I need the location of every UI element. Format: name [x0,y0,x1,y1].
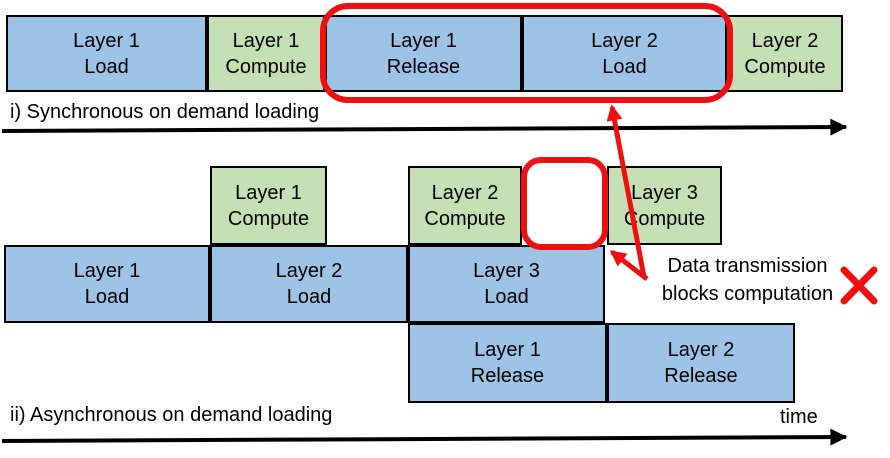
box-label-line2: Load [602,55,647,78]
box-label-line2: Compute [225,55,307,78]
async-box-layer1-release: Layer 1 Release [408,323,607,403]
sync-box-layer1-release: Layer 1 Release [325,15,522,92]
annotation-text: Data transmission blocks computation [645,252,850,308]
compute-gap-highlight-outline [521,157,608,250]
annotation-line2: blocks computation [661,283,834,305]
async-box-layer2-release: Layer 2 Release [607,323,795,403]
box-label-line1: Layer 2 [751,29,819,52]
sync-box-layer2-compute: Layer 2 Compute [727,15,843,92]
box-label-line1: Layer 1 [73,29,140,52]
async-box-layer3-compute: Layer 3 Compute [607,166,722,245]
box-label-line1: Layer 3 [631,181,698,204]
async-caption: ii) Asynchronous on demand loading [10,404,333,426]
annotation-line1: Data transmission [667,255,828,277]
async-box-layer2-compute: Layer 2 Compute [408,166,522,245]
box-label-line2: Release [470,365,545,387]
box-label-line2: Release [386,55,461,78]
sync-time-axis-arrow [1,118,848,136]
sync-box-layer1-load: Layer 1 Load [6,15,207,92]
sync-blocking-highlight-outline [320,3,733,103]
box-label-line1: Layer 1 [235,181,302,204]
box-label-line2: Load [484,286,529,308]
box-label-line2: Release [664,365,738,387]
sync-caption: i) Synchronous on demand loading [10,101,320,123]
box-label-line1: Layer 2 [667,339,735,361]
box-label-line1: Layer 1 [474,339,541,361]
box-label-line1: Layer 2 [591,29,658,52]
async-box-layer2-load: Layer 2 Load [210,245,408,323]
sync-box-layer2-load: Layer 2 Load [522,15,727,92]
time-axis-label: time [780,406,818,428]
box-label-line2: Compute [227,207,310,230]
box-label-line2: Compute [424,207,506,230]
box-label-line1: Layer 1 [232,29,300,52]
box-label-line2: Load [84,55,129,78]
async-box-layer1-load: Layer 1 Load [4,245,210,323]
box-label-line1: Layer 3 [473,260,540,282]
box-label-line2: Compute [623,207,706,230]
box-label-line1: Layer 2 [431,181,499,204]
async-box-layer3-load: Layer 3 Load [408,245,605,323]
box-label-line2: Load [84,286,130,308]
sync-box-layer1-compute: Layer 1 Compute [207,15,325,92]
box-label-line2: Compute [744,55,826,78]
box-label-line1: Layer 2 [275,260,343,282]
async-box-layer1-compute: Layer 1 Compute [210,166,327,245]
box-label-line1: Layer 1 [390,29,457,52]
async-time-axis-arrow [1,428,848,446]
red-arrow-to-gap [609,250,649,281]
box-label-line2: Load [286,286,332,308]
box-label-line1: Layer 1 [73,260,141,282]
